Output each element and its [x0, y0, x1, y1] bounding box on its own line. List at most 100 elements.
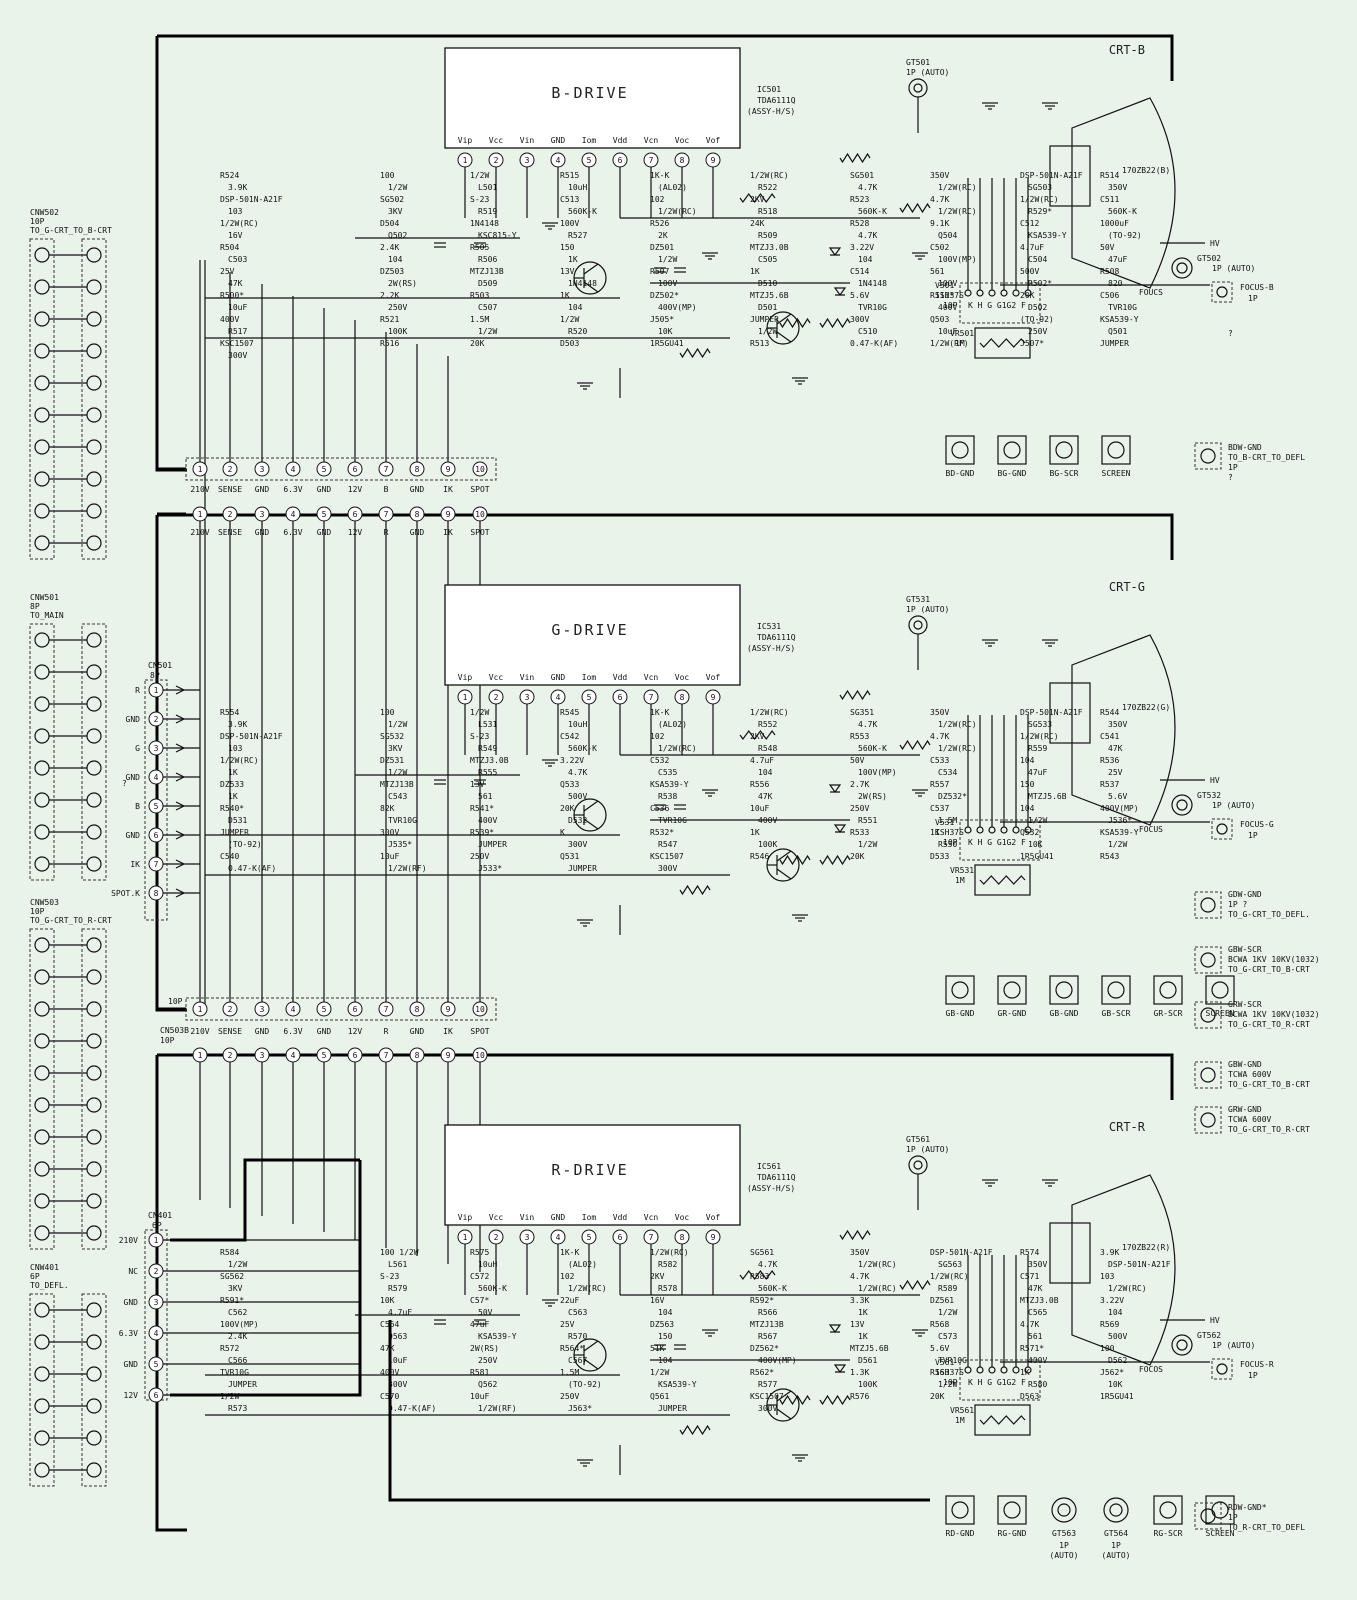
component-label: R554	[220, 708, 239, 717]
component-label: R537	[1100, 780, 1119, 789]
connector-pin	[254, 461, 270, 477]
component-label: TVR10G	[658, 816, 687, 825]
ic-pin-name: Vdd	[613, 136, 628, 145]
ground-icon	[912, 789, 928, 797]
component-label: 104	[1020, 804, 1035, 813]
component-label: MTZJ5.6B	[850, 1344, 889, 1353]
header-right-box	[81, 623, 107, 881]
connector-label: 210V	[190, 1027, 209, 1036]
side-conn-line2: TO_G-CRT_TO_DEFL.	[1228, 910, 1310, 919]
header-pin-icon	[86, 696, 102, 712]
gnd-pad	[1153, 975, 1183, 1005]
cn401-pin	[148, 1294, 164, 1310]
cn501-pin-num: 2	[154, 715, 159, 724]
header-desc: TO_G-CRT_TO_R-CRT	[30, 916, 112, 925]
component-label: R556	[750, 780, 769, 789]
ic-pin-num: 2	[494, 156, 499, 165]
side-conn-box	[1194, 1061, 1222, 1089]
component-label: 1/2W(RC)	[930, 1272, 969, 1281]
header-desc: TO_MAIN	[30, 611, 64, 620]
header-pin-icon	[34, 407, 50, 423]
component-label: 103	[228, 207, 243, 216]
crt-neck	[1049, 145, 1091, 207]
component-label: 300V	[388, 1380, 407, 1389]
hv-label: HV	[1210, 239, 1220, 248]
component-label: 500V	[1108, 1332, 1127, 1341]
header-pin-icon	[34, 1033, 50, 1049]
component-label: 100 1/2W	[380, 1248, 419, 1257]
focus-label: FOCOS	[1139, 1365, 1163, 1374]
gt2-terminal-icon	[1176, 799, 1188, 811]
component-label: 104	[658, 1356, 673, 1365]
ic-pin-name: Vof	[706, 1213, 721, 1222]
side-conn-label: ?	[1228, 473, 1233, 482]
component-label: R506	[478, 255, 497, 264]
header-pin-icon	[86, 1462, 102, 1478]
component-label: Q531	[560, 852, 579, 861]
ic-pin-num: 4	[556, 156, 561, 165]
component-label: D503	[560, 339, 579, 348]
connector-pin-num: 8	[415, 465, 420, 474]
component-label: DZ563	[650, 1320, 674, 1329]
component-label: SG501	[850, 171, 874, 180]
component-label: R582	[658, 1260, 677, 1269]
crt-label: CRT-B	[1109, 43, 1145, 57]
frame-border	[157, 34, 1174, 81]
component-label: TVR10G	[938, 1356, 967, 1365]
connector-pin	[316, 506, 332, 522]
socket-pin	[1024, 1366, 1032, 1374]
component-label: R508	[1100, 267, 1119, 276]
component-label: C562	[228, 1308, 247, 1317]
component-label: J505*	[650, 315, 674, 324]
gnd-pad-label: GB-SCR	[1102, 1009, 1131, 1018]
connector-pin-num: 7	[384, 1005, 389, 1014]
cn401-label: 210V	[119, 1236, 138, 1245]
diode-icon	[833, 287, 847, 297]
component-label: 4.7K	[930, 195, 949, 204]
side-conn-line2: TO_G-CRT_TO_B-CRT	[1228, 1080, 1310, 1089]
header-pin-icon	[86, 1225, 102, 1241]
ic-pin-name: Voc	[675, 673, 690, 682]
wires-layer	[49, 34, 1210, 1532]
gnd-pad-icon	[951, 1501, 969, 1519]
gnd-pad-label: GR-SCR	[1154, 1009, 1183, 1018]
component-label: 100	[1100, 1344, 1115, 1353]
header-pin-icon	[34, 969, 50, 985]
component-label: R568	[930, 1320, 949, 1329]
component-label: 103	[228, 744, 243, 753]
header-pin-icon	[34, 1225, 50, 1241]
component-label: 2K	[658, 231, 668, 240]
component-label: TVR10G	[220, 1368, 249, 1377]
ic-pin-num: 3	[525, 1233, 530, 1242]
component-label: C537	[930, 804, 949, 813]
cn501-pin	[148, 856, 164, 872]
header-pin-icon	[86, 535, 102, 551]
cn401-label: 6.3V	[119, 1329, 138, 1338]
component-label: 1/2W	[758, 327, 777, 336]
resistor-icon	[679, 884, 711, 896]
component-label: 50V	[1100, 243, 1115, 252]
component-label: 1/2W	[388, 768, 407, 777]
side-conn-label: TO_B-CRT_TO_DEFL	[1228, 453, 1305, 462]
connector-pin-num: 3	[260, 1005, 265, 1014]
component-label: KSA539-Y	[650, 780, 689, 789]
connector-pin-num: 2	[228, 1051, 233, 1060]
component-label: 1/2W(RF)	[478, 1404, 517, 1413]
ic-pin	[550, 1229, 566, 1245]
cn401-pin	[148, 1232, 164, 1248]
resistor-icon	[739, 729, 776, 741]
socket-pin	[988, 826, 996, 834]
ground-icon	[912, 252, 928, 260]
diode-icon	[828, 784, 842, 794]
component-label: 300V	[380, 828, 399, 837]
component-label: 1/2W(RC)	[938, 183, 977, 192]
ic-pin-num: 6	[618, 693, 623, 702]
ic-ref: IC531	[757, 622, 781, 631]
component-label: R575	[470, 1248, 489, 1257]
cn501-pin-num: 6	[154, 831, 159, 840]
wire	[583, 818, 599, 830]
gnd-pad	[997, 975, 1027, 1005]
component-label: R557	[930, 780, 949, 789]
cn501-label: R	[135, 686, 140, 695]
connector-pin	[316, 1001, 332, 1017]
